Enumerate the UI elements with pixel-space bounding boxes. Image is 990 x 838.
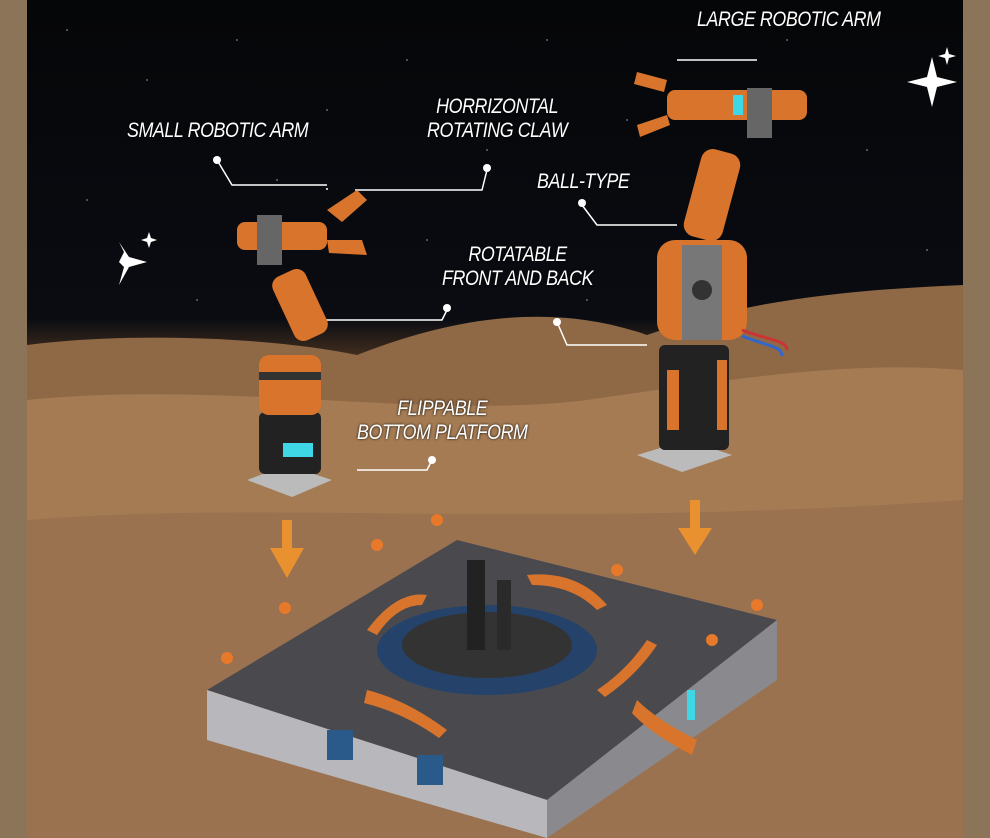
- product-illustration: [207, 59, 807, 838]
- label-flippable-bottom-platform: FLIPPABLE BOTTOM PLATFORM: [357, 397, 528, 445]
- small-robotic-arm: [237, 190, 367, 497]
- base-platform: [207, 514, 777, 838]
- label-small-robotic-arm: SMALL ROBOTIC ARM: [127, 119, 309, 142]
- label-line: ROTATABLE: [468, 243, 567, 266]
- label-line: ROTATING CLAW: [427, 119, 568, 142]
- large-robotic-arm: [634, 72, 807, 472]
- label-line: BOTTOM PLATFORM: [357, 421, 528, 444]
- callout-lines: [216, 59, 757, 471]
- label-rotatable-front-and-back: ROTATABLE FRONT AND BACK: [442, 243, 593, 291]
- label-horizontal-rotating-claw: HORRIZONTAL ROTATING CLAW: [427, 95, 568, 143]
- label-line: FLIPPABLE: [397, 397, 488, 420]
- label-line: HORRIZONTAL: [436, 95, 559, 118]
- product-scene: LARGE ROBOTIC ARM HORRIZONTAL ROTATING C…: [27, 0, 963, 838]
- arrow-down-icon: [270, 500, 712, 578]
- sparkle-icon: [119, 47, 957, 285]
- starfield: [66, 29, 957, 301]
- label-line: FRONT AND BACK: [442, 267, 594, 290]
- label-large-robotic-arm: LARGE ROBOTIC ARM: [697, 8, 881, 31]
- label-ball-type: BALL-TYPE: [537, 170, 630, 193]
